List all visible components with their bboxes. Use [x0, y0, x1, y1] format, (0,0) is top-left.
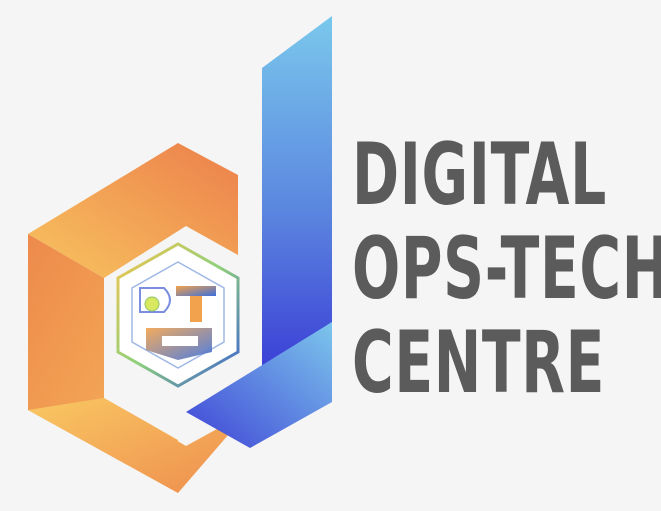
- wordmark-line-1: DIGITAL: [352, 125, 607, 225]
- blue-stem: [262, 16, 332, 370]
- orange-lower-band: [28, 398, 248, 493]
- blue-lower-band: [186, 322, 332, 448]
- inner-emblem-icon: [116, 242, 240, 388]
- wordmark-line-2: OPS-TECH: [352, 219, 661, 319]
- brand-wordmark: DIGITAL OPS-TECH CENTRE: [352, 125, 661, 413]
- wordmark-line-3: CENTRE: [352, 313, 606, 413]
- logo-mark-icon: [28, 16, 332, 493]
- orange-upper-band: [28, 143, 238, 278]
